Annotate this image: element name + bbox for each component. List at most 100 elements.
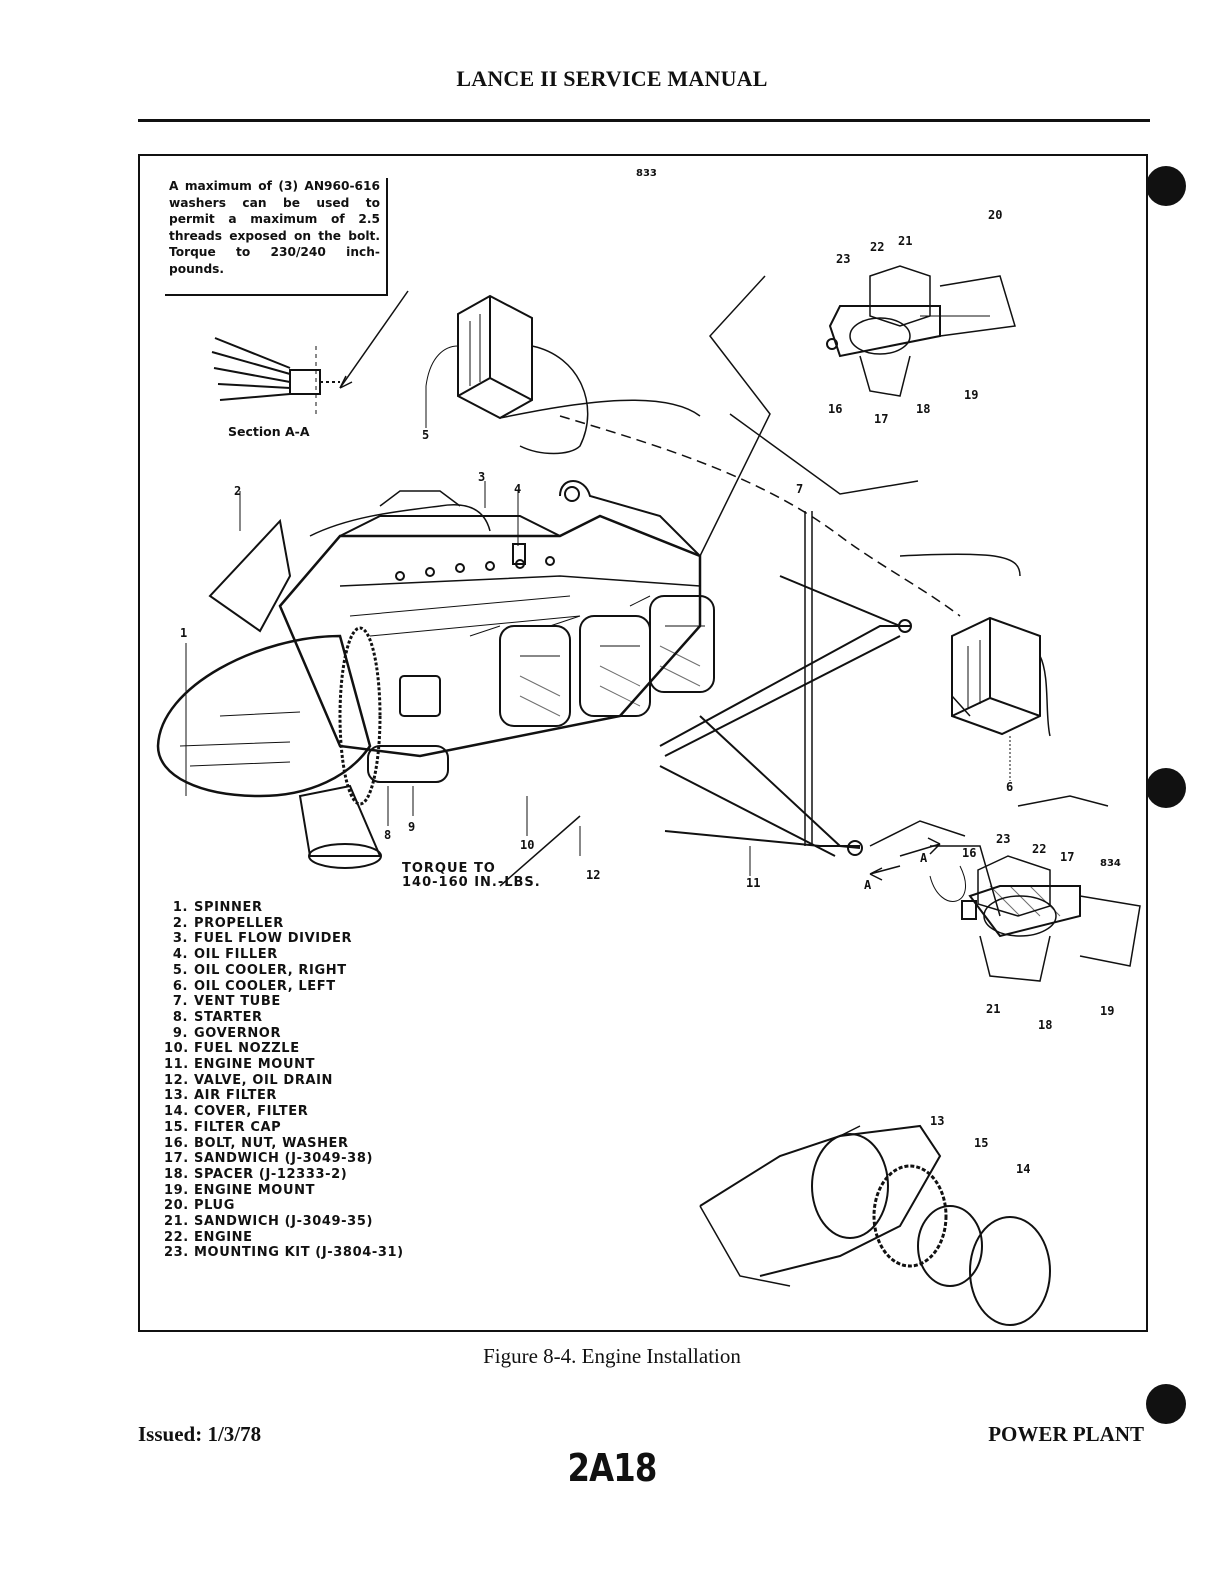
page-header-title: LANCE II SERVICE MANUAL — [456, 66, 768, 91]
callout-21-bottom: 21 — [986, 1002, 1001, 1016]
torque-note-line2: 140-160 IN.-LBS. — [402, 875, 541, 890]
callout-19-bottom: 19 — [1100, 1004, 1115, 1018]
legend-item: 4.OIL FILLER — [164, 947, 404, 963]
torque-note: TORQUE TO 140-160 IN.-LBS. — [402, 862, 541, 890]
header-rule — [138, 119, 1150, 122]
legend-item-number: 6. — [172, 978, 188, 994]
legend-item: 1. SPINNER — [164, 900, 404, 916]
legend-item-text: STARTER — [194, 1009, 263, 1025]
callout-21-top: 21 — [898, 234, 913, 248]
legend-item-number: 9. — [172, 1025, 188, 1041]
engine-illustration — [156, 265, 1141, 1326]
legend-item-number: 1. — [172, 900, 188, 915]
callout-14: 14 — [1016, 1162, 1031, 1176]
legend-item-number: 16. — [164, 1135, 189, 1151]
legend-item: 22. ENGINE — [164, 1230, 404, 1246]
callout-17-top: 17 — [874, 412, 889, 426]
mount-detail-top — [826, 265, 1016, 397]
callout-13: 13 — [930, 1114, 945, 1128]
binder-hole-top — [1146, 166, 1186, 206]
view-marker-a1: A — [920, 851, 928, 865]
legend-item: 23. MOUNTING KIT (J-3804-31) — [164, 1245, 404, 1261]
legend-item-text: FILTER CAP — [194, 1119, 282, 1135]
legend-item-text: FUEL NOZZLE — [194, 1041, 300, 1057]
spinner — [156, 626, 382, 806]
legend-item-text: SANDWICH (J-3049-38) — [194, 1151, 374, 1167]
callout-2: 2 — [234, 484, 242, 498]
mount-detail-bottom — [961, 855, 1141, 982]
legend-item: 18.SPACER (J-12333-2) — [164, 1167, 404, 1183]
legend-item-text: SPINNER — [194, 900, 263, 915]
torque-note-line1: TORQUE TO — [402, 861, 496, 876]
callout-10: 10 — [520, 838, 535, 852]
legend-item-number: 8. — [172, 1009, 188, 1025]
propeller — [208, 518, 382, 869]
legend-item-text: MOUNTING KIT (J-3804-31) — [194, 1245, 404, 1261]
figure-code-right: 834 — [1100, 858, 1121, 869]
figure-caption: Figure 8-4. Engine Installation — [483, 1344, 741, 1368]
callout-8: 8 — [384, 828, 392, 842]
legend-item-text: VENT TUBE — [194, 994, 281, 1010]
callout-18-top: 18 — [916, 402, 931, 416]
callout-23-top: 23 — [836, 252, 851, 266]
legend-item-text: VALVE, OIL DRAIN — [194, 1072, 334, 1088]
legend-item-text: SANDWICH (J-3049-35) — [194, 1214, 374, 1230]
legend-item-number: 22. — [164, 1229, 189, 1245]
callout-23-bottom: 23 — [996, 832, 1011, 846]
legend-item: 20.PLUG — [164, 1198, 404, 1214]
legend-item: 10. FUEL NOZZLE — [164, 1041, 404, 1057]
legend-item-number: 4. — [172, 947, 188, 963]
legend-item-number: 15. — [164, 1119, 189, 1135]
callout-1: 1 — [180, 626, 188, 640]
callout-9: 9 — [408, 820, 416, 834]
legend-item-text: OIL COOLER, LEFT — [194, 978, 336, 994]
legend-item-text: ENGINE — [194, 1229, 253, 1245]
legend-item-number: 21. — [164, 1214, 189, 1230]
legend-item-number: 23. — [164, 1245, 189, 1261]
legend-item: 13.AIR FILTER — [164, 1088, 404, 1104]
legend-item-number: 10. — [164, 1041, 189, 1057]
legend-item: 3.FUEL FLOW DIVIDER — [164, 931, 404, 947]
legend-item: 12. VALVE, OIL DRAIN — [164, 1073, 404, 1089]
callout-17-bottom: 17 — [1060, 850, 1075, 864]
legend-item-text: GOVERNOR — [194, 1025, 282, 1041]
binder-hole-middle — [1146, 768, 1186, 808]
legend-item: 2.PROPELLER — [164, 916, 404, 932]
oil-cooler-left — [899, 553, 1051, 737]
legend-item-number: 18. — [164, 1166, 189, 1182]
callout-19-top: 19 — [964, 388, 979, 402]
section-aa-label: Section A-A — [228, 424, 310, 439]
legend-item-number: 11. — [164, 1057, 189, 1073]
section-aa-detail — [211, 337, 340, 418]
callout-16-bottom: 16 — [962, 846, 977, 860]
legend-item-number: 5. — [172, 962, 188, 978]
issued-date: Issued: 1/3/78 — [138, 1422, 262, 1446]
legend-item-number: 3. — [172, 931, 188, 947]
callout-22-top: 22 — [870, 240, 885, 254]
legend-item: 16. BOLT, NUT, WASHER — [164, 1136, 404, 1152]
legend-item: 21. SANDWICH (J-3049-35) — [164, 1214, 404, 1230]
legend-item-number: 19. — [164, 1182, 189, 1198]
callout-22-bottom: 22 — [1032, 842, 1047, 856]
washer-torque-note: A maximum of (3) AN960-616 washers can b… — [165, 178, 388, 296]
legend-item-text: ENGINE MOUNT — [194, 1182, 316, 1198]
legend-item-text: BOLT, NUT, WASHER — [194, 1135, 349, 1151]
callout-12: 12 — [586, 868, 601, 882]
legend-item-text: OIL COOLER, RIGHT — [194, 962, 347, 978]
air-filter-assembly — [699, 1124, 1051, 1326]
page-code: 2A18 — [567, 1446, 657, 1490]
callout-3: 3 — [478, 470, 486, 484]
callout-15: 15 — [974, 1136, 989, 1150]
legend-item: 8. STARTER — [164, 1010, 404, 1026]
legend-item-text: AIR FILTER — [194, 1088, 278, 1104]
callout-16-top: 16 — [828, 402, 843, 416]
legend-item: 5. OIL COOLER, RIGHT — [164, 963, 404, 979]
legend-item-number: 12. — [164, 1072, 189, 1088]
legend-item-number: 20. — [164, 1198, 189, 1214]
callout-5: 5 — [422, 428, 430, 442]
legend-item-number: 7. — [172, 994, 188, 1010]
section-name: POWER PLANT — [988, 1422, 1144, 1446]
engine-mount-tubes — [659, 575, 912, 857]
legend-item-number: 17. — [164, 1151, 189, 1167]
